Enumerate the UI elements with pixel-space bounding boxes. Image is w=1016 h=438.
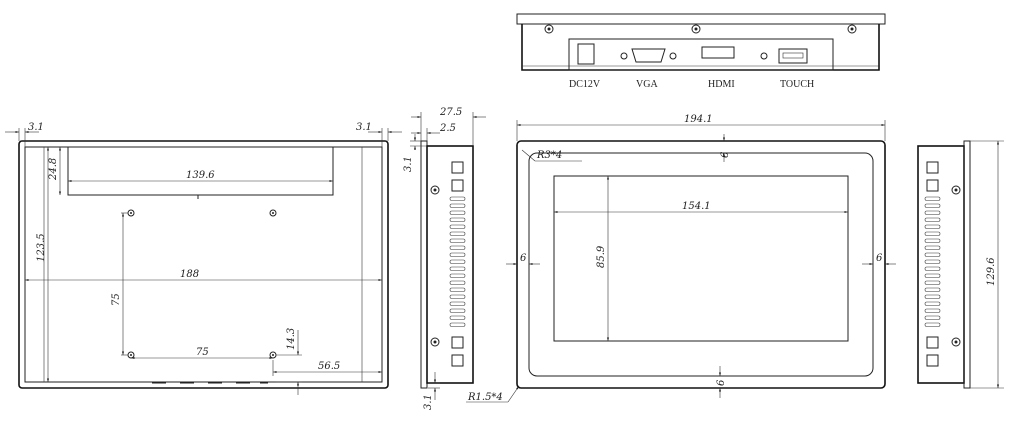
vent-slots bbox=[449, 161, 466, 367]
side-bottom-margin-dim: 3.1 bbox=[423, 394, 434, 410]
front-width-dim: 194.1 bbox=[684, 114, 713, 125]
vent-slot bbox=[449, 266, 466, 271]
vent-slot bbox=[924, 294, 941, 299]
vesa-vertical-dim: 75 bbox=[111, 293, 122, 306]
vent-slot bbox=[449, 217, 466, 222]
vent-slots bbox=[924, 161, 941, 367]
vent-slot bbox=[449, 210, 466, 215]
side-lip-dim: 2.5 bbox=[439, 123, 456, 134]
vent-slot bbox=[924, 224, 941, 229]
button-square bbox=[451, 354, 464, 367]
vent-slot bbox=[449, 252, 466, 257]
vent-slot bbox=[449, 238, 466, 243]
vent-slot bbox=[449, 231, 466, 236]
top-border-dim: 6 bbox=[720, 151, 731, 158]
vent-slot bbox=[924, 252, 941, 257]
button-square bbox=[451, 336, 464, 349]
vent-slot bbox=[449, 245, 466, 250]
overall-height-dim: 129.6 bbox=[986, 257, 997, 286]
rear-height-dim: 123.5 bbox=[36, 233, 47, 262]
vent-slot bbox=[449, 315, 466, 320]
hdmi-label: HDMI bbox=[708, 79, 735, 90]
active-area bbox=[553, 175, 849, 342]
vent-slot bbox=[449, 259, 466, 264]
vent-slot bbox=[924, 273, 941, 278]
vent-slot bbox=[924, 231, 941, 236]
bracket-width-dim: 139.6 bbox=[186, 170, 215, 181]
touch-label: TOUCH bbox=[780, 79, 814, 90]
vent-slot bbox=[449, 294, 466, 299]
vent-slot bbox=[924, 196, 941, 201]
vent-slot bbox=[924, 238, 941, 243]
vent-slot bbox=[924, 266, 941, 271]
side-depth-dim: 27.5 bbox=[439, 107, 462, 118]
button-square bbox=[926, 336, 939, 349]
vent-slot bbox=[924, 308, 941, 313]
vent-slot bbox=[449, 322, 466, 327]
vent-slot bbox=[449, 203, 466, 208]
vent-slot bbox=[924, 203, 941, 208]
button-square bbox=[451, 179, 464, 192]
left-side-view: 27.5 2.5 3.1 3.1 bbox=[403, 107, 486, 410]
button-square bbox=[451, 161, 464, 174]
dc-jack bbox=[577, 43, 595, 65]
vent-slot bbox=[449, 301, 466, 306]
button-square bbox=[926, 161, 939, 174]
vent-slot bbox=[924, 280, 941, 285]
vent-slot bbox=[449, 280, 466, 285]
vesa-bottom-offset-dim: 14.3 bbox=[286, 328, 297, 350]
vent-slot bbox=[924, 259, 941, 264]
hdmi-port bbox=[701, 46, 735, 59]
rear-left-margin-dim: 3.1 bbox=[28, 122, 44, 133]
vesa-horizontal-dim: 75 bbox=[196, 347, 209, 358]
vent-slot bbox=[924, 322, 941, 327]
active-height-dim: 85.9 bbox=[596, 245, 607, 268]
rear-width-dim: 188 bbox=[180, 269, 199, 280]
vent-slot bbox=[924, 217, 941, 222]
corner-radius-dim: R3*4 bbox=[536, 150, 562, 161]
left-border-dim: 6 bbox=[520, 253, 527, 264]
vent-slot bbox=[924, 210, 941, 215]
active-width-dim: 154.1 bbox=[682, 201, 711, 212]
right-border-dim: 6 bbox=[876, 253, 883, 264]
rear-view: 3.1 3.1 24.8 139.6 123.5 188 75 75 14.3 … bbox=[5, 122, 402, 395]
vent-slot bbox=[449, 224, 466, 229]
button-square bbox=[926, 179, 939, 192]
usb-touch-port bbox=[778, 48, 808, 64]
right-side-view: 129.6 bbox=[917, 140, 1004, 389]
front-view: 194.1 R3*4 6 154.1 85.9 6 6 6 R1.5*4 bbox=[466, 114, 896, 403]
vent-slot bbox=[924, 301, 941, 306]
button-square bbox=[926, 354, 939, 367]
outer-radius-dim: R1.5*4 bbox=[467, 392, 503, 403]
vent-slot bbox=[449, 273, 466, 278]
vga-label: VGA bbox=[636, 79, 658, 90]
bracket-height-dim: 24.8 bbox=[48, 158, 59, 181]
vga-port bbox=[631, 48, 666, 63]
vent-slot bbox=[449, 196, 466, 201]
connector-panel-view: DC12V VGA HDMI TOUCH bbox=[516, 13, 886, 90]
vesa-right-offset-dim: 56.5 bbox=[318, 361, 340, 372]
vent-slot bbox=[449, 308, 466, 313]
vent-slot bbox=[449, 287, 466, 292]
vent-slot bbox=[924, 315, 941, 320]
dc-label: DC12V bbox=[569, 79, 601, 90]
rear-right-margin-dim: 3.1 bbox=[356, 122, 372, 133]
vent-slot bbox=[924, 287, 941, 292]
bottom-border-dim: 6 bbox=[716, 379, 727, 386]
vent-slot bbox=[924, 245, 941, 250]
side-top-margin-dim: 3.1 bbox=[403, 156, 414, 172]
